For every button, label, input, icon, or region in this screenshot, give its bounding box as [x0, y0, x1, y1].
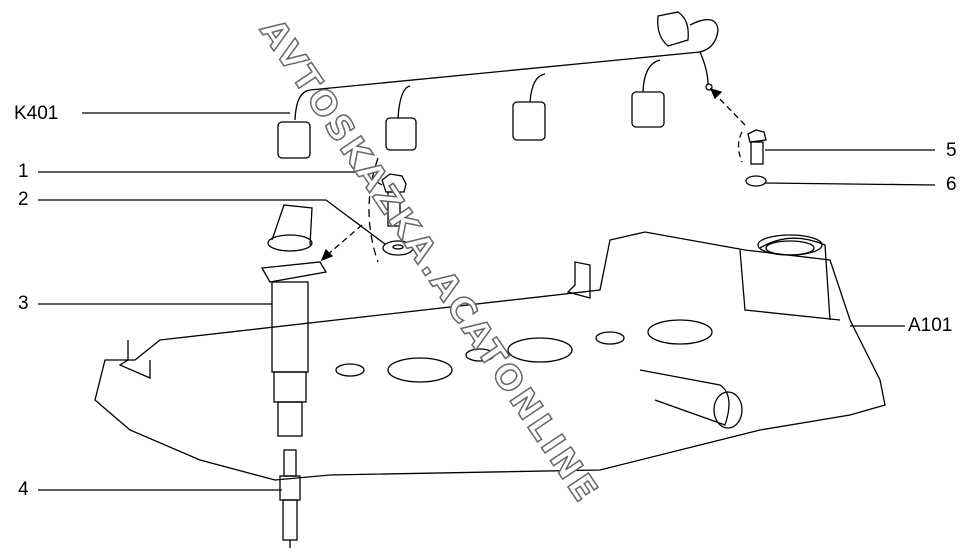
label-4: 4 — [18, 479, 29, 500]
label-a101: A101 — [908, 315, 953, 336]
wiring-harness — [277, 11, 719, 159]
label-k401: K401 — [14, 103, 59, 124]
ignition-coil — [260, 204, 328, 437]
bolt-and-washer — [320, 157, 414, 263]
ground-bolt-and-washer — [709, 87, 767, 187]
label-2: 2 — [18, 189, 29, 210]
label-3: 3 — [18, 293, 29, 314]
cylinder-head-cover — [94, 231, 886, 481]
label-1: 1 — [18, 161, 29, 182]
label-6: 6 — [946, 174, 957, 195]
leader-lines — [38, 112, 936, 491]
spark-plug — [279, 449, 301, 548]
label-5: 5 — [946, 140, 957, 161]
